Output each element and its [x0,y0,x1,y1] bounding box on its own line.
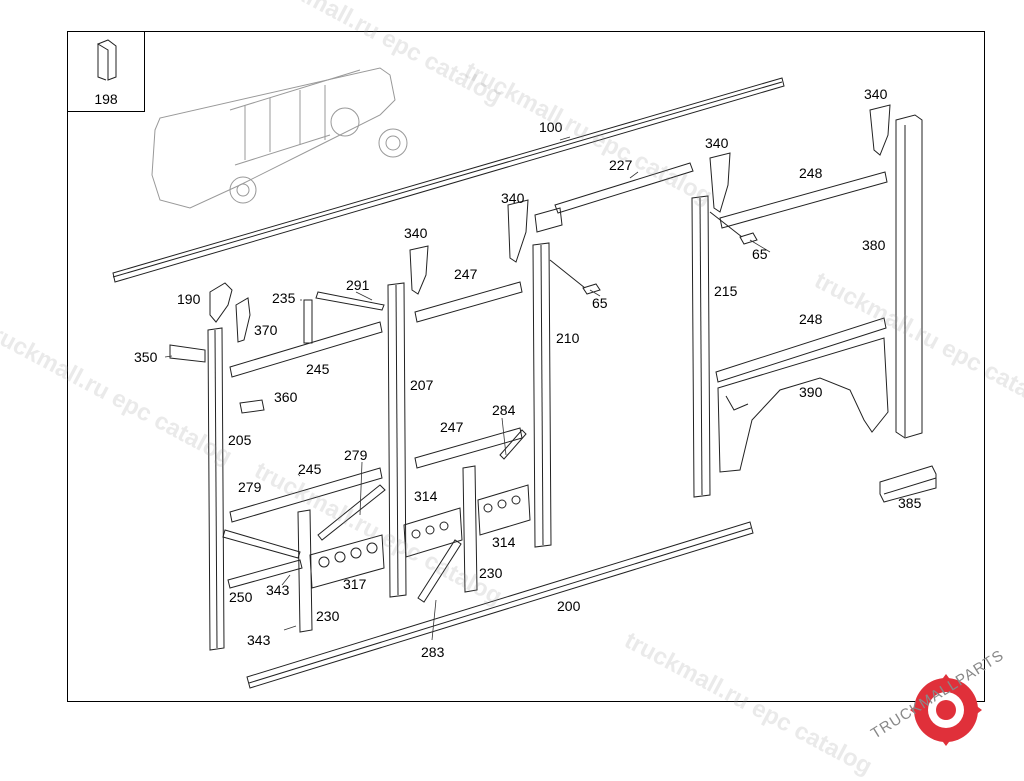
bracket-370 [235,297,251,343]
callout-247: 247 [454,266,478,282]
callout-65: 65 [592,295,608,311]
bar-279-left [222,529,301,559]
bracket-340-c [709,152,731,213]
bar-248-top [719,171,888,229]
bar-227 [554,162,694,214]
block-385 [879,465,937,503]
callout-250: 250 [229,589,253,605]
post-215 [691,195,711,498]
callout-190: 190 [177,291,201,307]
callout-207: 207 [410,377,434,393]
post-205 [207,327,225,651]
callout-227: 227 [609,157,633,173]
bracket-340-d [869,104,891,156]
callout-350: 350 [134,349,158,365]
callout-200: 200 [557,598,581,614]
bus-outline [151,67,408,209]
bracket-340-a [409,245,429,295]
callout-210: 210 [556,330,580,346]
bracket-190 [209,282,233,323]
bar-245-top [229,321,383,378]
bracket-350 [169,344,206,363]
plate-314-left [403,507,463,558]
plate-317 [309,534,385,589]
callout-279: 279 [344,447,368,463]
brace-279 [317,484,386,541]
block-360 [239,399,265,414]
post-230-right [462,465,478,593]
callout-283: 283 [421,644,445,660]
diagram-frame [67,31,985,702]
callout-248: 248 [799,165,823,181]
callout-230: 230 [316,608,340,624]
callout-100: 100 [539,119,563,135]
gear-logo-icon [910,674,982,746]
bracket-340-b [507,199,529,263]
callout-205: 205 [228,432,252,448]
post-210 [532,242,552,548]
callout-230: 230 [479,565,503,581]
inset-box: 198 [67,31,145,112]
bar-248-low [715,317,887,383]
bar-235 [303,299,313,344]
callout-245: 245 [298,461,322,477]
callout-247: 247 [440,419,464,435]
bar-247-top [414,281,523,323]
callout-284: 284 [492,402,516,418]
callout-291: 291 [346,277,370,293]
callout-343: 343 [247,632,271,648]
post-207 [387,282,407,598]
brand-logo: TRUCKMALLPARTS [858,647,1024,750]
callout-317: 317 [343,576,367,592]
callout-390: 390 [799,384,823,400]
brace-283 [417,539,462,603]
callout-248: 248 [799,311,823,327]
rail-100 [112,77,785,283]
callout-360: 360 [274,389,298,405]
bar-245-low [229,467,383,523]
post-230-left [297,509,313,633]
clip-icon [96,39,117,81]
callout-245: 245 [306,361,330,377]
brace-284 [499,429,527,460]
part-65-b [739,232,758,245]
exploded-parts-drawing [112,67,937,689]
callout-340: 340 [501,190,525,206]
callout-385: 385 [898,495,922,511]
callout-314: 314 [414,488,438,504]
callout-314: 314 [492,534,516,550]
callout-340: 340 [705,135,729,151]
callout-340: 340 [864,86,888,102]
callout-279: 279 [238,479,262,495]
post-380 [895,114,923,439]
bar-250 [227,559,303,589]
callout-235: 235 [272,290,296,306]
beam-200 [246,521,754,689]
callout-380: 380 [862,237,886,253]
inset-label: 198 [94,91,118,107]
callout-370: 370 [254,322,278,338]
part-65-a [582,283,601,295]
panel-390 [717,337,889,473]
callout-215: 215 [714,283,738,299]
bar-291 [315,291,385,311]
plate-314-right [477,484,531,536]
callout-340: 340 [404,225,428,241]
callout-65: 65 [752,246,768,262]
callout-343: 343 [266,582,290,598]
